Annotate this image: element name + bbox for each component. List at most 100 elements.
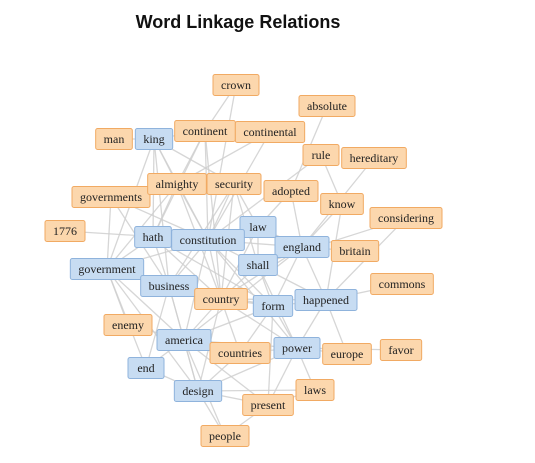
node-box: [212, 74, 260, 96]
node-label: constitution: [180, 233, 237, 247]
node-box: [239, 216, 277, 238]
node-britain[interactable]: britain: [330, 240, 380, 262]
node-america[interactable]: america: [156, 329, 212, 351]
node-label: country: [203, 292, 240, 306]
node-label: almighty: [156, 177, 199, 191]
node-box: [140, 275, 198, 297]
node-label: absolute: [307, 99, 347, 113]
node-box: [238, 254, 278, 276]
node-label: design: [182, 384, 213, 398]
edge-continent-country: [204, 130, 222, 300]
node-label: enemy: [112, 318, 144, 332]
node-present[interactable]: present: [242, 394, 294, 416]
node-continent[interactable]: continent: [174, 120, 236, 142]
node-box: [44, 220, 86, 242]
node-label: england: [283, 240, 321, 254]
node-label: america: [165, 333, 204, 347]
node-1776[interactable]: 1776: [44, 220, 86, 242]
node-countries[interactable]: countries: [209, 342, 271, 364]
node-continental[interactable]: continental: [234, 121, 306, 143]
node-label: considering: [378, 211, 434, 225]
node-box: [330, 240, 380, 262]
node-end[interactable]: end: [127, 357, 165, 379]
node-considering[interactable]: considering: [369, 207, 443, 229]
node-rule[interactable]: rule: [302, 144, 340, 166]
node-label: king: [143, 132, 164, 146]
node-country[interactable]: country: [194, 288, 248, 310]
node-absolute[interactable]: absolute: [298, 95, 356, 117]
node-label: continent: [183, 124, 228, 138]
node-almighty[interactable]: almighty: [147, 173, 207, 195]
node-box: [252, 295, 294, 317]
node-hath[interactable]: hath: [134, 226, 172, 248]
node-label: governments: [80, 190, 142, 204]
node-box: [209, 342, 271, 364]
node-box: [370, 273, 434, 295]
node-box: [242, 394, 294, 416]
node-favor[interactable]: favor: [379, 339, 423, 361]
node-box: [263, 180, 319, 202]
node-form[interactable]: form: [252, 295, 294, 317]
node-box: [127, 357, 165, 379]
node-people[interactable]: people: [200, 425, 250, 447]
node-box: [273, 337, 321, 359]
node-box: [369, 207, 443, 229]
node-label: power: [282, 341, 312, 355]
node-england[interactable]: england: [274, 236, 330, 258]
node-box: [173, 380, 223, 402]
node-adopted[interactable]: adopted: [263, 180, 319, 202]
node-box: [302, 144, 340, 166]
node-design[interactable]: design: [173, 380, 223, 402]
node-label: hereditary: [350, 151, 399, 165]
node-label: commons: [379, 277, 426, 291]
node-box: [200, 425, 250, 447]
node-label: rule: [312, 148, 331, 162]
edge-constitution-power: [207, 239, 298, 349]
node-label: happened: [303, 293, 349, 307]
node-label: business: [149, 279, 190, 293]
node-business[interactable]: business: [140, 275, 198, 297]
node-box: [194, 288, 248, 310]
node-constitution[interactable]: constitution: [171, 229, 245, 251]
node-shall[interactable]: shall: [238, 254, 278, 276]
node-laws[interactable]: laws: [295, 379, 335, 401]
node-box: [103, 314, 153, 336]
node-box: [171, 229, 245, 251]
edge-king-business: [153, 138, 170, 287]
node-king[interactable]: king: [134, 128, 174, 150]
node-europe[interactable]: europe: [322, 343, 372, 365]
node-box: [134, 128, 174, 150]
node-label: hath: [143, 230, 164, 244]
node-box: [206, 173, 262, 195]
node-enemy[interactable]: enemy: [103, 314, 153, 336]
node-commons[interactable]: commons: [370, 273, 434, 295]
node-security[interactable]: security: [206, 173, 262, 195]
edge-business-end: [145, 285, 170, 369]
node-box: [298, 95, 356, 117]
edge-government-america: [106, 268, 185, 341]
chart-title: Word Linkage Relations: [135, 12, 341, 32]
node-crown[interactable]: crown: [212, 74, 260, 96]
node-label: favor: [388, 343, 413, 357]
node-label: continental: [243, 125, 297, 139]
node-man[interactable]: man: [95, 128, 133, 150]
node-box: [322, 343, 372, 365]
node-label: europe: [331, 347, 364, 361]
node-happened[interactable]: happened: [294, 289, 358, 311]
node-box: [341, 147, 407, 169]
node-label: law: [249, 220, 267, 234]
node-label: shall: [247, 258, 270, 272]
node-governments[interactable]: governments: [71, 186, 151, 208]
node-box: [295, 379, 335, 401]
node-box: [320, 193, 364, 215]
node-law[interactable]: law: [239, 216, 277, 238]
node-label: government: [78, 262, 136, 276]
node-box: [234, 121, 306, 143]
node-know[interactable]: know: [320, 193, 364, 215]
node-hereditary[interactable]: hereditary: [341, 147, 407, 169]
edge-governments-government: [106, 196, 112, 270]
node-power[interactable]: power: [273, 337, 321, 359]
node-label: end: [137, 361, 154, 375]
node-government[interactable]: government: [69, 258, 145, 280]
